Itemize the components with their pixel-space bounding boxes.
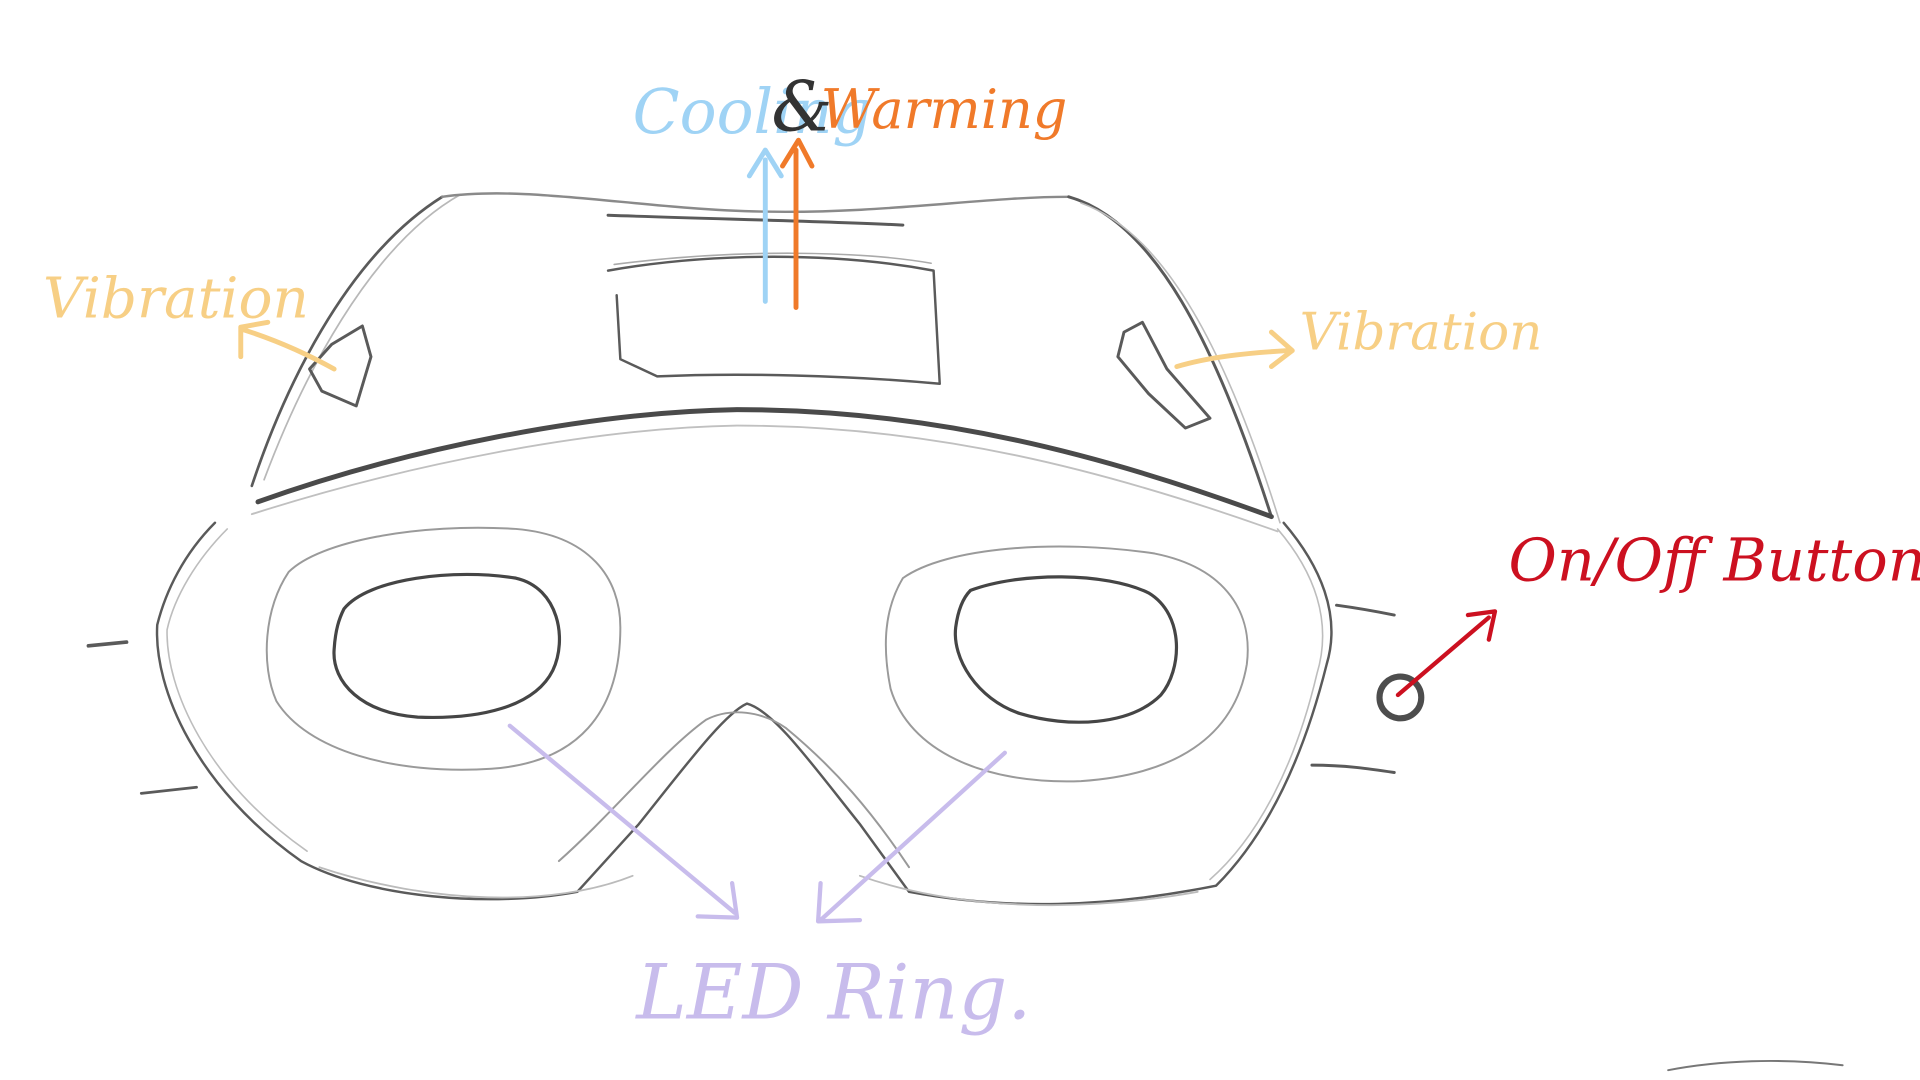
nose-cutout bbox=[559, 712, 909, 867]
headset-outline bbox=[88, 193, 1842, 1070]
led-ring-label: LED Ring. bbox=[634, 947, 1031, 1036]
led-arrow-left bbox=[510, 726, 737, 918]
led-arrow-right bbox=[818, 753, 1005, 922]
left-eye-outer-ring bbox=[267, 528, 621, 770]
thermal-arrows bbox=[749, 140, 812, 307]
led-ring-arrows bbox=[510, 726, 1005, 922]
vibration-left-label: Vibration bbox=[43, 266, 309, 331]
left-lens bbox=[334, 574, 559, 717]
warming-arrow bbox=[782, 140, 811, 307]
vibration-right-label: Vibration bbox=[1300, 302, 1543, 362]
right-lens bbox=[955, 577, 1176, 722]
right-eye-outer-ring bbox=[886, 546, 1248, 781]
cooling-arrow bbox=[749, 150, 781, 301]
power-button-label: On/Off Button bbox=[1508, 526, 1920, 595]
vibration-right-arrow bbox=[1177, 332, 1292, 366]
right-vibration-pad bbox=[1118, 322, 1210, 428]
left-vibration-pad bbox=[310, 326, 371, 406]
warming-label: Warming bbox=[821, 78, 1068, 141]
strap-right-top bbox=[1337, 605, 1395, 615]
strap-right-bottom bbox=[1312, 765, 1394, 772]
strap-left-top bbox=[88, 642, 126, 646]
top-shell-roof bbox=[442, 193, 1068, 211]
vibration-arrows bbox=[241, 322, 1293, 369]
power-arrow bbox=[1398, 611, 1495, 695]
top-module bbox=[608, 257, 940, 384]
strap-left-bottom bbox=[141, 787, 196, 793]
